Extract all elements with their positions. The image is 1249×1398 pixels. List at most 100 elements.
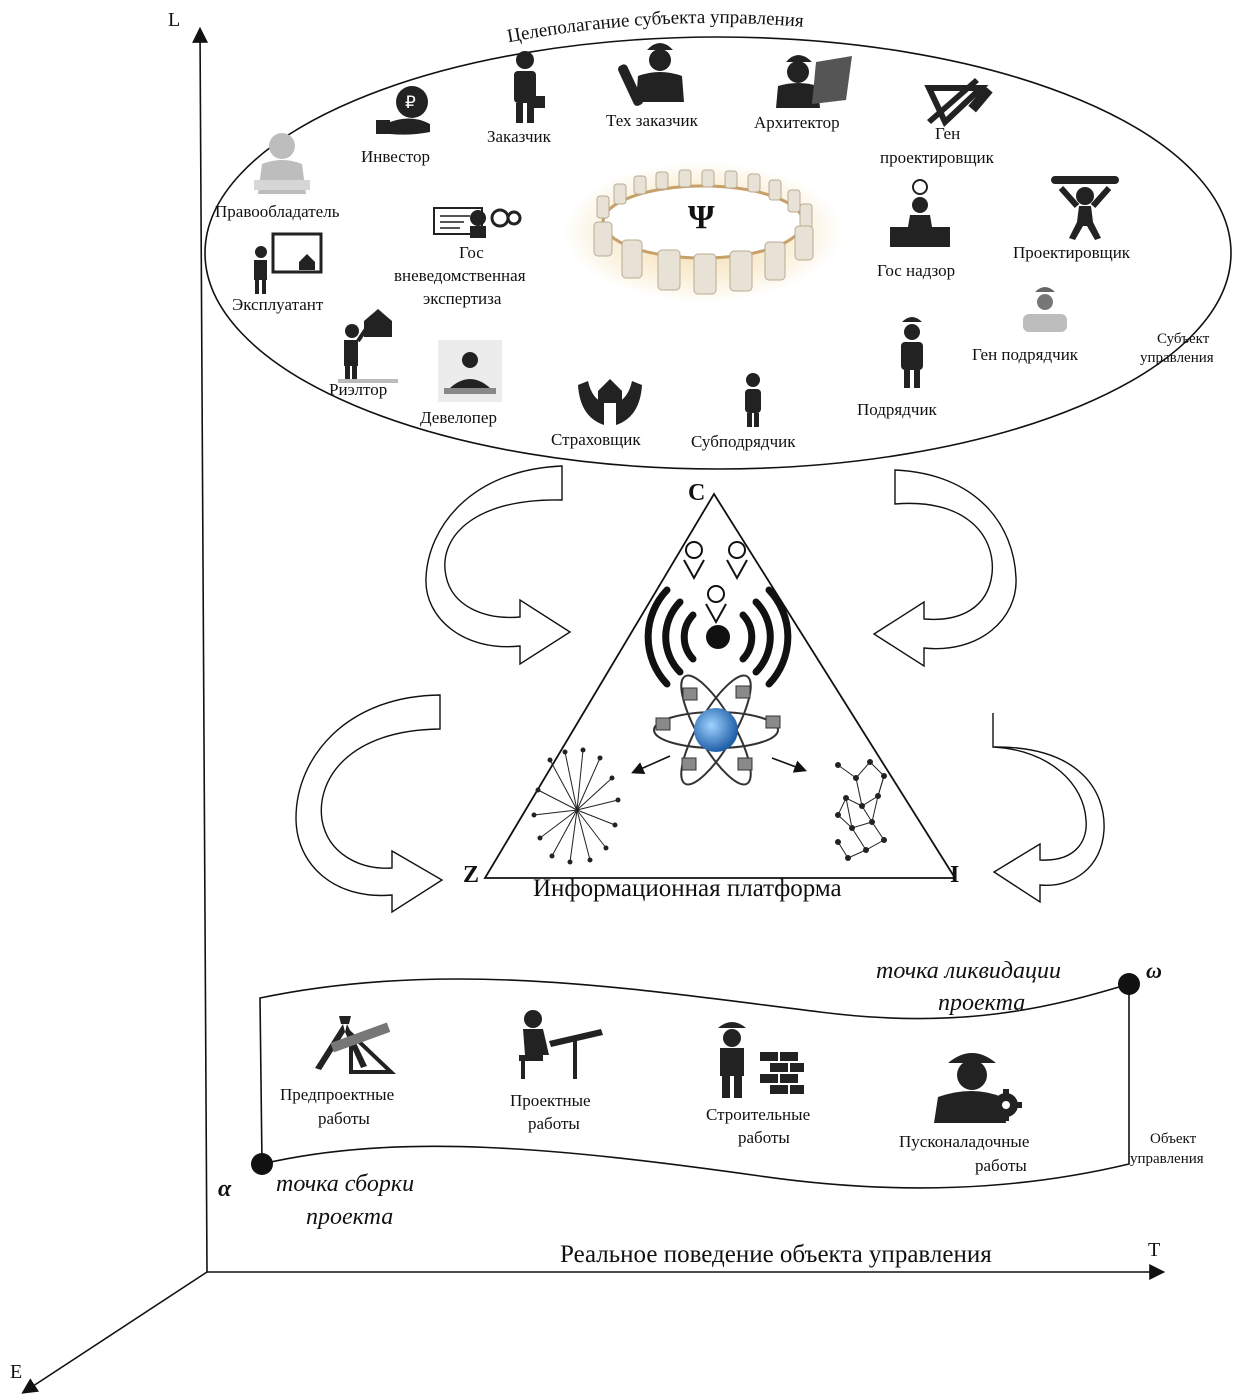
investor-icon: ₽ — [376, 86, 430, 135]
operator-icon — [254, 232, 323, 294]
object-area: α ω точка сборки проекта точка ликвидаци… — [218, 958, 1204, 1230]
object-caption-1: Объект — [1150, 1131, 1197, 1147]
actor-realtor: Риэлтор — [329, 309, 398, 399]
builder-bricks-icon — [718, 1022, 804, 1098]
expertise-label-2: вневедомственная — [394, 266, 526, 285]
designer-at-desk-icon — [519, 1010, 603, 1079]
flow-arrows — [295, 465, 1105, 914]
stage-project-label-2: работы — [528, 1114, 580, 1133]
subject-area: Целеполагание субъекта управления Субъек… — [204, 7, 1232, 470]
vertex-i: I — [950, 862, 959, 888]
start-point-label-2: проекта — [306, 1204, 393, 1230]
gen-designer-label-1: Ген — [935, 124, 960, 143]
operator-label: Эксплуатант — [232, 295, 324, 314]
actor-tech-customer: Тех заказчик — [606, 43, 699, 130]
gen-designer-icon — [924, 78, 993, 128]
actor-developer: Девелопер — [420, 340, 502, 427]
platform-title: Информационная платформа — [533, 875, 842, 902]
user-pins-icon — [683, 541, 748, 625]
customer-label: Заказчик — [487, 127, 552, 146]
actor-gov-supervision: Гос надзор — [877, 179, 955, 280]
axis-t-label: T — [1148, 1239, 1160, 1261]
realtor-icon — [338, 309, 398, 383]
stage-construction-label-2: работы — [738, 1128, 790, 1147]
centralized-network-icon — [531, 747, 621, 865]
subject-caption-1: Субъект — [1157, 331, 1210, 347]
end-point-label-2: проекта — [938, 990, 1025, 1016]
engineer-gear-icon — [934, 1053, 1022, 1123]
stage-construction: Строительные работы — [706, 1022, 810, 1147]
platform-triangle — [483, 492, 957, 879]
stage-preproject-label-2: работы — [318, 1109, 370, 1128]
subcontractor-icon — [745, 373, 761, 427]
actor-architect: Архитектор — [754, 55, 852, 132]
omega-label: ω — [1146, 958, 1162, 983]
gen-contractor-label: Ген подрядчик — [972, 345, 1079, 364]
vertex-c: C — [688, 480, 705, 506]
stage-commissioning-label-1: Пусконаладочные — [899, 1132, 1029, 1151]
actor-customer: Заказчик — [487, 51, 552, 146]
svg-text:₽: ₽ — [405, 93, 416, 113]
axes: L T E — [10, 9, 1166, 1394]
stage-commissioning: Пусконаладочные работы — [899, 1053, 1029, 1175]
information-platform: C Z I Информационная платформа — [463, 480, 959, 902]
flow-arrow-top-left — [425, 465, 572, 666]
actor-subcontractor: Субподрядчик — [691, 373, 796, 451]
architect-icon — [776, 55, 852, 108]
subject-ellipse — [204, 36, 1232, 470]
flow-arrow-mid-right — [992, 713, 1105, 904]
contractor-label: Подрядчик — [857, 400, 938, 419]
developer-icon — [438, 340, 502, 402]
object-band — [259, 978, 1130, 1189]
designer-label: Проектировщик — [1013, 243, 1131, 262]
insurer-icon — [578, 379, 642, 425]
expertise-label-3: экспертиза — [423, 289, 502, 308]
goal-title: Целеполагание субъекта управления — [506, 7, 805, 47]
stage-preproject-label-1: Предпроектные — [280, 1085, 394, 1104]
start-point-label-1: точка сборки — [276, 1171, 414, 1197]
psi-symbol: Ψ — [688, 199, 715, 236]
tech-customer-icon — [618, 43, 684, 106]
realtor-label: Риэлтор — [329, 380, 387, 399]
flow-arrow-top-right — [872, 469, 1017, 668]
rightsholder-label: Правообладатель — [215, 202, 340, 221]
designer-icon — [1051, 176, 1119, 240]
stage-project-label-1: Проектные — [510, 1091, 591, 1110]
stage-project: Проектные работы — [510, 1010, 603, 1133]
real-behavior-label: Реальное поведение объекта управления — [560, 1241, 992, 1268]
rightsholder-icon — [254, 133, 310, 194]
object-caption-2: управления — [1130, 1151, 1204, 1167]
gov-supervision-icon — [890, 179, 950, 247]
architect-label: Архитектор — [754, 113, 840, 132]
stage-construction-label-1: Строительные — [706, 1105, 810, 1124]
subject-caption-2: управления — [1140, 350, 1214, 366]
flow-arrow-mid-left — [295, 694, 444, 914]
gov-supervision-label: Гос надзор — [877, 261, 955, 280]
gen-contractor-icon — [1023, 287, 1067, 332]
end-point-label-1: точка ликвидации — [876, 958, 1061, 984]
stage-commissioning-label-2: работы — [975, 1156, 1027, 1175]
vertex-z: Z — [463, 862, 479, 888]
axis-e-label: E — [10, 1361, 22, 1383]
stage-preproject: Предпроектные работы — [280, 1016, 397, 1128]
expertise-label-1: Гос — [459, 243, 484, 262]
distributed-network-icon — [835, 759, 887, 861]
actor-contractor: Подрядчик — [857, 317, 938, 419]
axis-l — [192, 26, 209, 1273]
actor-gen-contractor: Ген подрядчик — [972, 287, 1079, 364]
network-globe-icon — [653, 674, 781, 786]
contractor-icon — [901, 317, 923, 388]
gen-designer-label-2: проектировщик — [880, 148, 995, 167]
broadcast-icon — [644, 586, 792, 688]
axis-e — [21, 1271, 208, 1394]
actor-gen-designer: Ген проектировщик — [880, 78, 995, 167]
insurer-label: Страховщик — [551, 430, 641, 449]
actor-insurer: Страховщик — [551, 379, 642, 449]
round-table-icon — [563, 162, 843, 302]
developer-label: Девелопер — [420, 408, 497, 427]
axis-l-label: L — [168, 9, 180, 31]
customer-icon — [514, 51, 545, 123]
subcontractor-label: Субподрядчик — [691, 432, 796, 451]
compass-ruler-icon — [315, 1016, 397, 1074]
